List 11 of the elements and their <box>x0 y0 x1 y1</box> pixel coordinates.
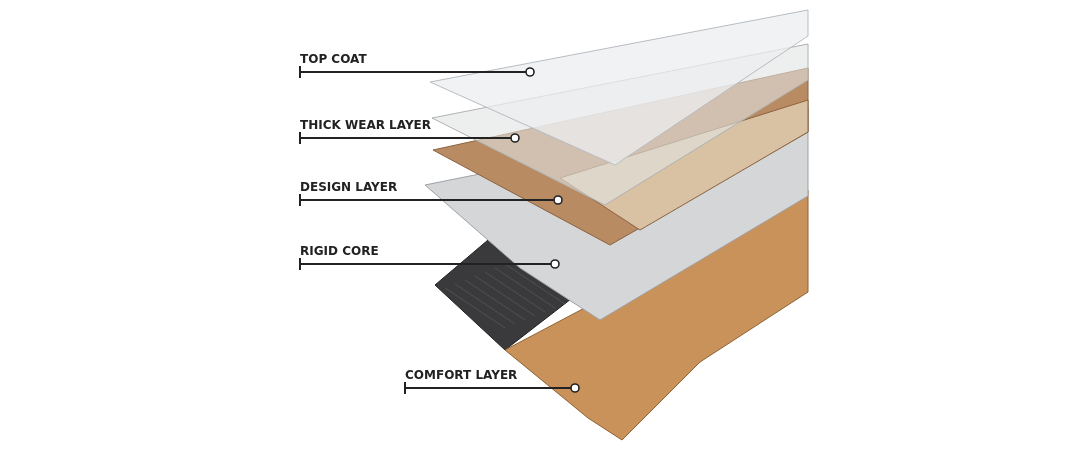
leader-line <box>299 257 560 271</box>
layer-label: COMFORT LAYER <box>405 368 518 388</box>
leader-line <box>299 131 520 145</box>
leader-line <box>299 65 535 79</box>
layer-label: RIGID CORE <box>300 244 379 264</box>
leader-line <box>299 193 563 207</box>
layer-label: DESIGN LAYER <box>300 180 398 200</box>
layer-label: THICK WEAR LAYER <box>300 118 432 138</box>
leader-line <box>404 381 580 395</box>
layer-label: TOP COAT <box>300 52 367 72</box>
floor-layer-drawing <box>429 9 809 166</box>
